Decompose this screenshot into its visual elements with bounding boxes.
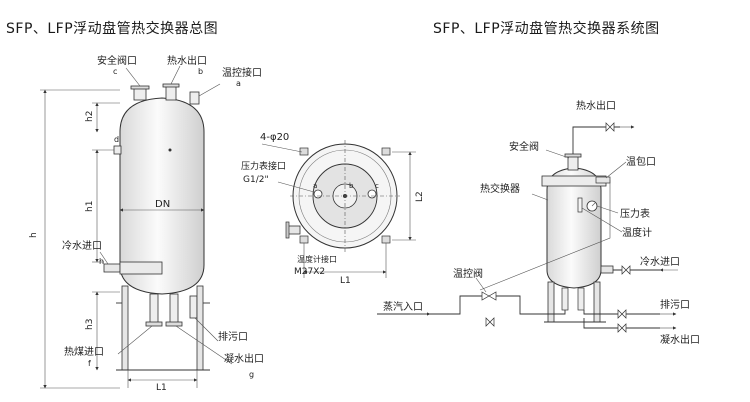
letter-g: g xyxy=(249,370,254,379)
label-pressure-gauge-port: 压力表接口 xyxy=(241,160,286,172)
letter-f: f xyxy=(88,359,91,368)
valve-cold-water[interactable] xyxy=(621,265,631,275)
left-hot-water-nozzle xyxy=(165,85,177,101)
left-side-nozzle-d xyxy=(113,145,122,155)
dim-h3: h3 xyxy=(85,319,95,330)
label-right-pressure-gauge: 压力表 xyxy=(620,207,650,220)
left-condensate-nozzle xyxy=(169,293,179,325)
letter-h: h xyxy=(99,257,104,266)
label-bolt: M27X2 xyxy=(294,267,325,277)
label-right-safety-valve: 安全阀 xyxy=(509,140,539,153)
valve-steam-branch[interactable] xyxy=(485,317,495,327)
label-right-temp-bulb-port: 温包口 xyxy=(626,155,656,168)
top-letter-a: a xyxy=(313,182,317,190)
left-diagram-title: SFP、LFP浮动盘管热交换器总图 xyxy=(6,21,219,37)
left-sewage-nozzle xyxy=(189,295,198,319)
valve-sewage[interactable] xyxy=(617,309,627,319)
top-letter-b: b xyxy=(349,182,354,190)
dim-h1: h1 xyxy=(85,201,95,212)
label-right-hot-water-out: 热水出口 xyxy=(576,99,616,112)
top-letter-c: c xyxy=(375,182,379,190)
top-view-nozzle-a xyxy=(313,189,323,199)
label-dn: DN xyxy=(155,199,170,210)
label-thread: G1/2" xyxy=(243,175,269,185)
label-thermometer-port: 温度计接口 xyxy=(297,254,337,264)
label-right-steam-in: 蒸汽入口 xyxy=(383,300,423,313)
label-right-condensate-out: 凝水出口 xyxy=(660,333,700,346)
label-right-temp-control-valve: 温控阀 xyxy=(453,267,483,280)
label-hot-water-out: 热水出口 xyxy=(167,54,207,67)
label-heat-medium-in: 热煤进口 xyxy=(64,345,104,358)
left-support-leg-left xyxy=(121,285,129,371)
left-vessel-drawing xyxy=(103,83,210,371)
valve-hot-water[interactable] xyxy=(605,122,615,132)
label-right-thermometer: 温度计 xyxy=(622,226,652,239)
letter-a: a xyxy=(236,79,241,88)
left-temp-control-nozzle xyxy=(189,91,200,105)
label-holes: 4-φ20 xyxy=(260,132,289,143)
middle-labels: 4-φ20 压力表接口 G1/2" a b c 温度计接口 M27X2 L1 L… xyxy=(241,132,425,286)
right-thermometer xyxy=(577,197,583,213)
pipe-condensate xyxy=(583,318,660,329)
right-temp-bulb xyxy=(595,176,611,184)
label-sewage-port: 排污口 xyxy=(218,330,248,343)
left-vessel-shell xyxy=(119,97,205,295)
letter-b: b xyxy=(198,67,203,76)
letter-c: c xyxy=(113,67,117,76)
valve-temp-control[interactable] xyxy=(481,291,497,301)
left-heat-medium-nozzle xyxy=(149,293,159,325)
letter-d: d xyxy=(114,135,119,144)
dim-h: h xyxy=(29,232,39,238)
label-condensate-out: 凝水出口 xyxy=(224,352,264,365)
right-diagram-title: SFP、LFP浮动盘管热交换器系统图 xyxy=(433,21,660,37)
left-cold-water-pipe xyxy=(103,263,121,273)
right-safety-valve xyxy=(567,155,579,171)
left-labels: 安全阀口 热水出口 温控接口 c b a d DN 冷水进口 h 热煤进口 f … xyxy=(29,54,264,393)
label-temp-control-port: 温控接口 xyxy=(222,66,262,79)
label-right-sewage-port: 排污口 xyxy=(660,298,690,311)
right-system-drawing xyxy=(377,122,678,333)
left-dimensions xyxy=(40,65,233,389)
top-view-nozzle-c xyxy=(367,189,377,199)
pipe-steam-in xyxy=(377,295,566,315)
dim-h2: h2 xyxy=(85,111,95,122)
dim-l1: L1 xyxy=(156,383,167,393)
right-labels: 热水出口 安全阀 温包口 热交换器 压力表 温度计 温控阀 冷水进口 蒸汽入口 … xyxy=(383,99,700,346)
label-right-heat-exchanger: 热交换器 xyxy=(480,182,520,195)
left-support-leg-right xyxy=(196,285,204,371)
label-right-cold-water-in: 冷水进口 xyxy=(640,255,680,268)
label-l1-mid: L1 xyxy=(340,276,351,286)
middle-top-view xyxy=(261,140,416,278)
label-cold-water-in: 冷水进口 xyxy=(62,239,102,252)
top-view-side-pipe xyxy=(287,225,301,235)
label-l2: L2 xyxy=(415,191,425,202)
valve-condensate[interactable] xyxy=(617,323,627,333)
pipe-sewage xyxy=(583,310,660,315)
label-safety-valve-port: 安全阀口 xyxy=(97,54,137,67)
left-safety-valve-nozzle xyxy=(133,87,147,101)
pipe-hot-water-out xyxy=(572,126,620,154)
